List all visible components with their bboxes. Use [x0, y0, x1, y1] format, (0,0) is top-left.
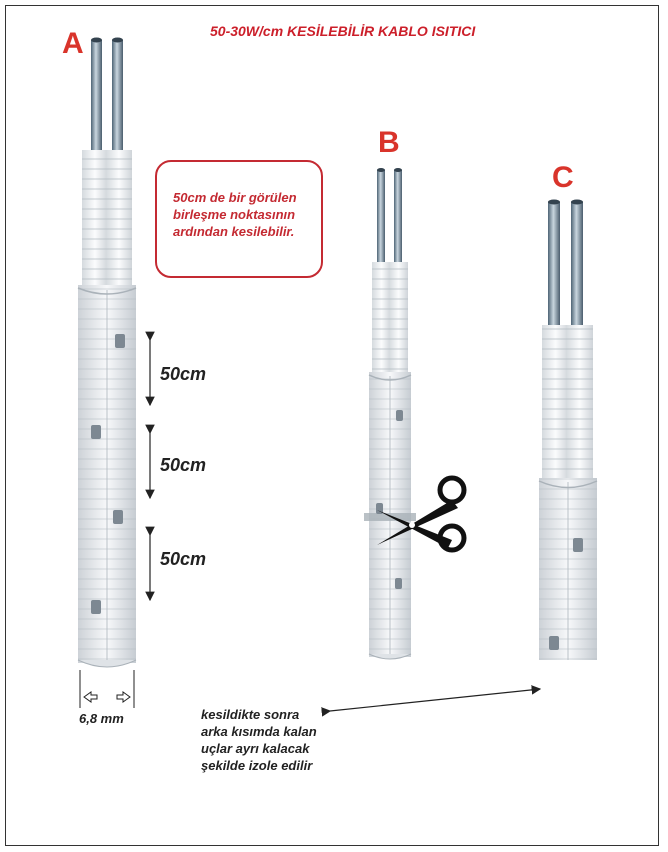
insulation-note: kesildikte sonra arka kısımda kalan uçla…: [201, 706, 317, 774]
callout-line: 50cm de bir görülen: [173, 190, 297, 205]
note-line: kesildikte sonra: [201, 707, 300, 722]
scissors-icon: [377, 475, 467, 553]
cable-a: [77, 37, 137, 668]
diagram-title: 50-30W/cm KESİLEBİLİR KABLO ISITICI: [210, 23, 476, 39]
note-line: uçlar ayrı kalacak: [201, 741, 310, 756]
segment-label: 50cm: [160, 549, 207, 569]
segment-label: 50cm: [160, 455, 207, 475]
label-a: A: [62, 27, 84, 60]
callout-line: ardından kesilebilir.: [173, 224, 295, 239]
note-line: şekilde izole edilir: [201, 758, 313, 773]
note-line: arka kısımda kalan: [201, 724, 317, 739]
cable-c: [538, 199, 598, 660]
cut-point-callout: 50cm de bir görülen birleşme noktasının …: [155, 160, 323, 278]
callout-line: birleşme noktasının: [173, 207, 296, 222]
label-b: B: [378, 126, 400, 159]
width-indicator: [79, 670, 135, 708]
label-c: C: [552, 161, 574, 194]
width-label: 6,8 mm: [79, 711, 124, 726]
diagram-frame: [5, 5, 659, 846]
arrow-icon: [321, 685, 542, 717]
cable-b: [364, 168, 416, 660]
segment-label: 50cm: [160, 364, 207, 384]
